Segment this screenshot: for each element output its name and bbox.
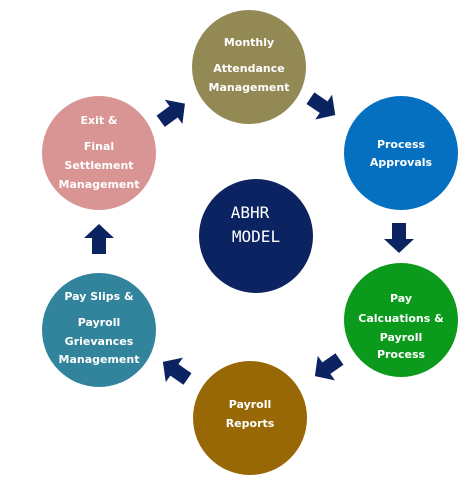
center-label-line1: ABHR: [231, 203, 270, 222]
stage-exit-settlement: Exit & Final Settlement Management: [42, 96, 156, 210]
stage-label-line: Process: [377, 138, 426, 151]
stage-label-line: Settlement: [64, 159, 133, 172]
stage-pay-slips-grievances: Pay Slips & Payroll Grievances Managemen…: [42, 273, 156, 387]
arrow-exit-to-attendance: [151, 91, 194, 134]
arrow-attendance-to-approvals: [302, 85, 344, 128]
stage-circle: [42, 273, 156, 387]
stage-monthly-attendance: Monthly Attendance Management: [192, 10, 306, 124]
stage-circle: [192, 10, 306, 124]
stage-label-line: Payroll: [380, 331, 423, 344]
arrow-calculations-to-reports: [306, 346, 349, 389]
stage-pay-calculations: Pay Calcuations & Payroll Process: [344, 263, 458, 377]
stage-label-line: Approvals: [370, 156, 433, 169]
stage-label-line: Grievances: [65, 335, 134, 348]
stage-label-line: Management: [209, 81, 290, 94]
arrow-approvals-to-calculations: [384, 223, 414, 253]
stage-label-line: Monthly: [224, 36, 274, 49]
stage-circle: [42, 96, 156, 210]
stage-label-line: Attendance: [213, 62, 284, 75]
stage-label-line: Management: [59, 353, 140, 366]
arrow-reports-to-payslips: [154, 349, 197, 392]
stage-label-line: Exit &: [80, 114, 117, 127]
stage-label-line: Payroll: [78, 316, 121, 329]
stage-label-line: Reports: [226, 417, 275, 430]
stage-payroll-reports: Payroll Reports: [193, 361, 307, 475]
stage-label-line: Pay: [390, 292, 412, 305]
stage-label-line: Pay Slips &: [64, 290, 134, 303]
center-circle: [199, 179, 313, 293]
center-node: ABHR MODEL: [199, 179, 313, 293]
arrow-payslips-to-exit: [84, 224, 114, 254]
stage-circle: [344, 263, 458, 377]
stage-label-line: Calcuations &: [358, 312, 444, 325]
stage-label-line: Management: [59, 178, 140, 191]
stage-label-line: Payroll: [229, 398, 272, 411]
stage-circle: [193, 361, 307, 475]
stage-circle: [344, 96, 458, 210]
stage-label-line: Process: [377, 348, 426, 361]
center-label-line2: MODEL: [232, 227, 280, 246]
stage-label-line: Final: [84, 140, 114, 153]
stage-process-approvals: Process Approvals: [344, 96, 458, 210]
